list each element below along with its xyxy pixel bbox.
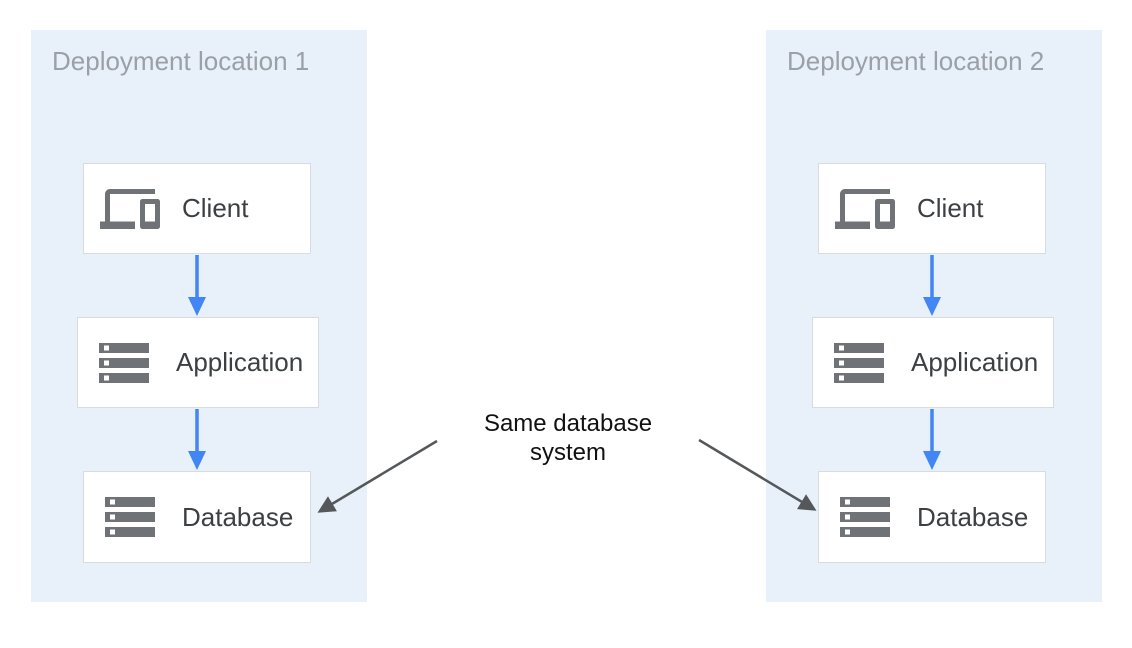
node-label: Client [182,193,249,223]
server-stack-icon [829,333,889,393]
panel-title: Deployment location 1 [52,46,310,76]
node-label: Database [917,501,1029,532]
devices-icon [100,179,160,239]
server-stack-icon [100,487,160,547]
deployment-location-2-panel: Deployment location 2 Client Application… [766,30,1102,602]
deployment-location-1-panel: Deployment location 1 Client Application… [31,30,367,602]
annotation-line: Same database [483,410,653,437]
annotation-line: system [529,439,606,466]
node-database: Database [83,471,311,563]
annotation-same-database-system: Same database system [438,409,698,467]
node-client: Client [818,163,1046,254]
node-application: Application [77,317,319,408]
node-database: Database [818,471,1046,563]
server-stack-icon [94,333,154,393]
node-client: Client [83,163,311,254]
node-application: Application [812,317,1054,408]
devices-icon [835,179,895,239]
node-label: Application [911,347,1039,377]
server-stack-icon [835,487,895,547]
panel-title: Deployment location 2 [787,46,1045,76]
node-label: Application [176,347,304,377]
node-label: Database [182,501,294,532]
node-label: Client [917,193,984,223]
